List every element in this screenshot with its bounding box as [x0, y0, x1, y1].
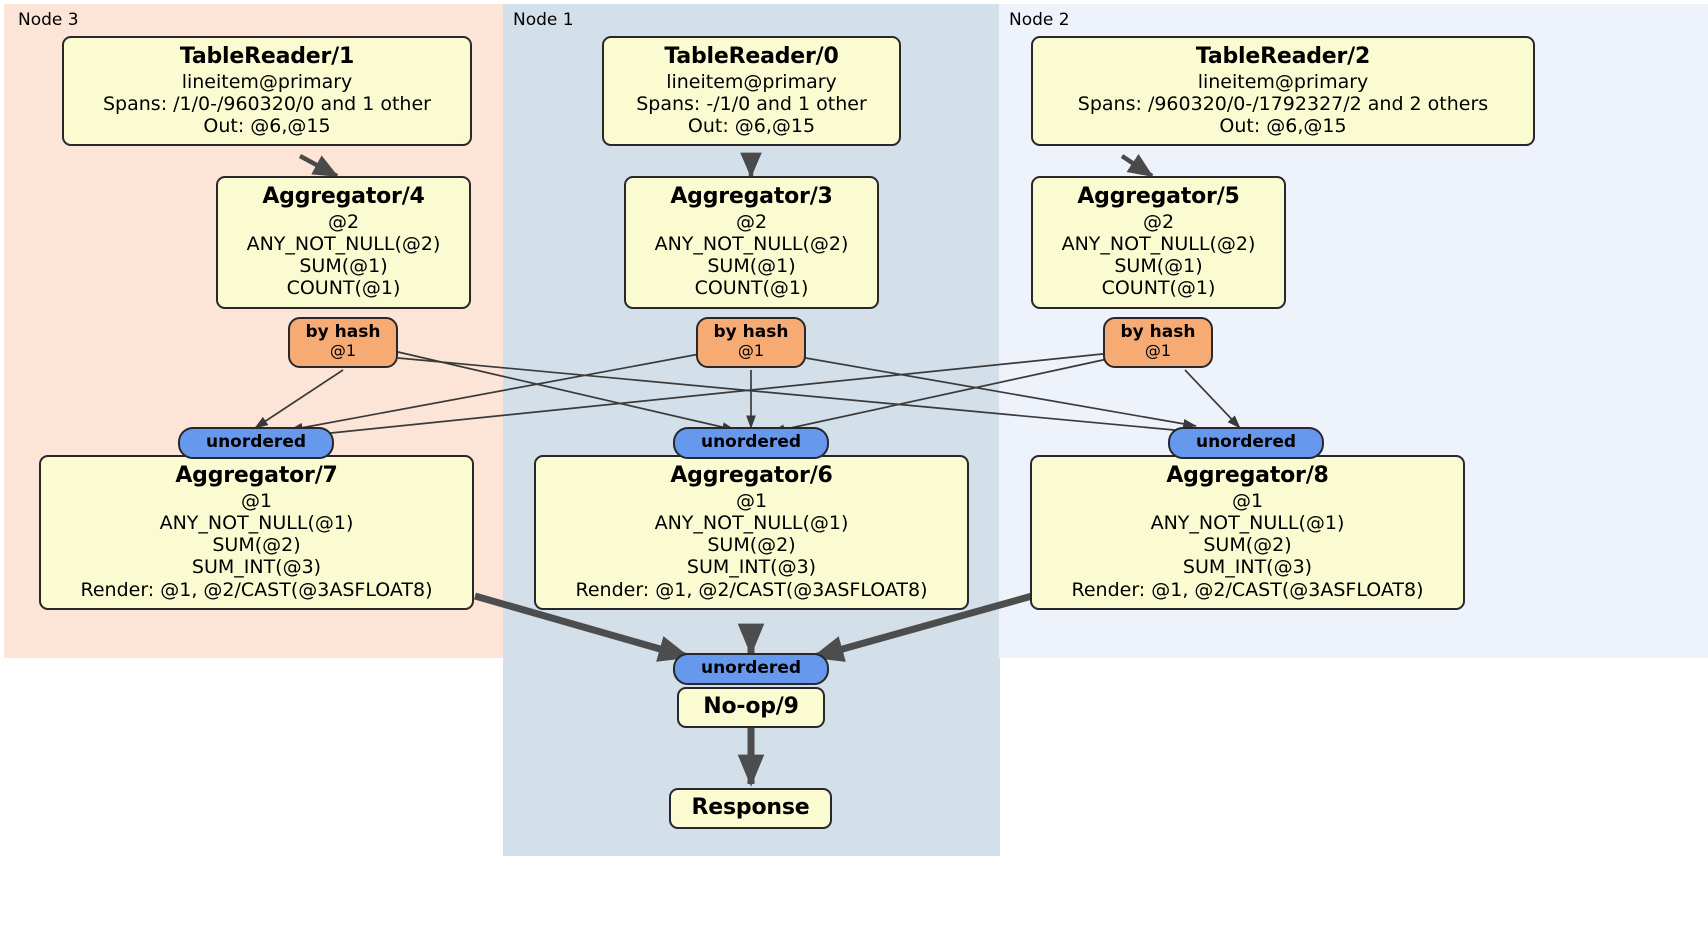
badge-sublabel: @1: [1144, 341, 1172, 361]
processor-detail-line: SUM(@2): [212, 534, 301, 557]
processor-detail-line: @2: [327, 210, 360, 233]
processor-detail-line: SUM(@1): [1114, 255, 1203, 278]
processor-detail-line: SUM(@1): [299, 255, 388, 278]
processor-detail-line: SUM(@2): [1203, 534, 1292, 557]
processor-response[interactable]: Response: [669, 788, 832, 829]
processor-title: Response: [691, 795, 810, 820]
badge-unordered-right[interactable]: unordered: [1168, 427, 1324, 459]
processor-detail-line: Out: @6,@15: [1219, 115, 1347, 138]
processor-detail-line: Out: @6,@15: [687, 115, 816, 138]
processor-detail-line: Render: @1, @2/CAST(@3ASFLOAT8): [1071, 578, 1424, 601]
processor-table-reader-2[interactable]: TableReader/2 lineitem@primary Spans: /9…: [1031, 36, 1535, 147]
badge-unordered-left[interactable]: unordered: [178, 427, 334, 459]
processor-title: Aggregator/7: [175, 463, 338, 488]
processor-table-reader-1[interactable]: TableReader/1 lineitem@primary Spans: /1…: [62, 36, 472, 147]
processor-detail-line: ANY_NOT_NULL(@1): [654, 511, 849, 534]
processor-detail-line: lineitem@primary: [666, 70, 837, 93]
badge-label: unordered: [205, 432, 307, 453]
processor-table-reader-0[interactable]: TableReader/0 lineitem@primary Spans: -/…: [602, 36, 901, 147]
processor-title: Aggregator/4: [262, 184, 425, 209]
processor-detail-line: lineitem@primary: [181, 70, 353, 93]
processor-no-op-9[interactable]: No-op/9: [677, 687, 825, 728]
processor-aggregator-6[interactable]: Aggregator/6 @1 ANY_NOT_NULL(@1) SUM(@2)…: [534, 455, 969, 610]
processor-detail-line: Spans: -/1/0 and 1 other: [636, 92, 867, 115]
processor-detail-line: Render: @1, @2/CAST(@3ASFLOAT8): [575, 578, 928, 601]
processor-detail-line: ANY_NOT_NULL(@1): [1150, 511, 1345, 534]
processor-detail-line: SUM(@2): [707, 534, 796, 557]
processor-detail-line: SUM(@1): [707, 255, 796, 278]
badge-label: by hash: [1120, 322, 1196, 342]
processor-detail-line: lineitem@primary: [1197, 70, 1369, 93]
region-label-node-3: Node 3: [18, 10, 79, 30]
processor-aggregator-8[interactable]: Aggregator/8 @1 ANY_NOT_NULL(@1) SUM(@2)…: [1030, 455, 1465, 610]
processor-detail-line: Out: @6,@15: [203, 115, 331, 138]
processor-detail-line: @2: [1142, 210, 1175, 233]
region-label-node-2: Node 2: [1009, 10, 1070, 30]
badge-label: by hash: [305, 322, 381, 342]
processor-detail-line: ANY_NOT_NULL(@2): [246, 232, 441, 255]
processor-detail-line: ANY_NOT_NULL(@1): [159, 511, 354, 534]
processor-aggregator-5[interactable]: Aggregator/5 @2 ANY_NOT_NULL(@2) SUM(@1)…: [1031, 176, 1286, 309]
processor-title: Aggregator/6: [670, 463, 833, 488]
processor-aggregator-4[interactable]: Aggregator/4 @2 ANY_NOT_NULL(@2) SUM(@1)…: [216, 176, 471, 309]
badge-label: by hash: [713, 322, 789, 342]
processor-title: Aggregator/8: [1166, 463, 1329, 488]
badge-sublabel: @1: [329, 341, 357, 361]
processor-detail-line: Render: @1, @2/CAST(@3ASFLOAT8): [80, 578, 433, 601]
badge-by-hash-right[interactable]: by hash @1: [1103, 317, 1213, 368]
badge-unordered-center[interactable]: unordered: [673, 427, 829, 459]
processor-title: Aggregator/3: [670, 184, 833, 209]
processor-detail-line: COUNT(@1): [694, 277, 809, 300]
processor-detail-line: SUM_INT(@3): [1182, 556, 1313, 579]
processor-detail-line: SUM_INT(@3): [191, 556, 322, 579]
processor-detail-line: @1: [735, 489, 768, 512]
processor-title: TableReader/0: [664, 44, 839, 69]
processor-detail-line: ANY_NOT_NULL(@2): [654, 232, 849, 255]
processor-detail-line: ANY_NOT_NULL(@2): [1061, 232, 1256, 255]
region-label-node-1: Node 1: [513, 10, 574, 30]
processor-detail-line: @1: [1231, 489, 1264, 512]
badge-label: unordered: [1195, 432, 1297, 453]
processor-detail-line: @2: [735, 210, 768, 233]
badge-by-hash-center[interactable]: by hash @1: [696, 317, 806, 368]
badge-sublabel: @1: [737, 341, 765, 361]
processor-title: TableReader/2: [1195, 44, 1371, 69]
processor-detail-line: Spans: /960320/0-/1792327/2 and 2 others: [1077, 92, 1489, 115]
processor-detail-line: SUM_INT(@3): [686, 556, 817, 579]
processor-title: No-op/9: [703, 694, 799, 719]
badge-by-hash-left[interactable]: by hash @1: [288, 317, 398, 368]
processor-detail-line: COUNT(@1): [1101, 277, 1216, 300]
badge-label: unordered: [700, 658, 802, 679]
processor-aggregator-3[interactable]: Aggregator/3 @2 ANY_NOT_NULL(@2) SUM(@1)…: [624, 176, 879, 309]
badge-label: unordered: [700, 432, 802, 453]
processor-detail-line: Spans: /1/0-/960320/0 and 1 other: [103, 92, 431, 115]
processor-title: TableReader/1: [179, 44, 355, 69]
processor-aggregator-7[interactable]: Aggregator/7 @1 ANY_NOT_NULL(@1) SUM(@2)…: [39, 455, 474, 610]
processor-detail-line: COUNT(@1): [286, 277, 401, 300]
processor-detail-line: @1: [240, 489, 273, 512]
processor-title: Aggregator/5: [1077, 184, 1240, 209]
badge-unordered-final[interactable]: unordered: [673, 653, 829, 685]
